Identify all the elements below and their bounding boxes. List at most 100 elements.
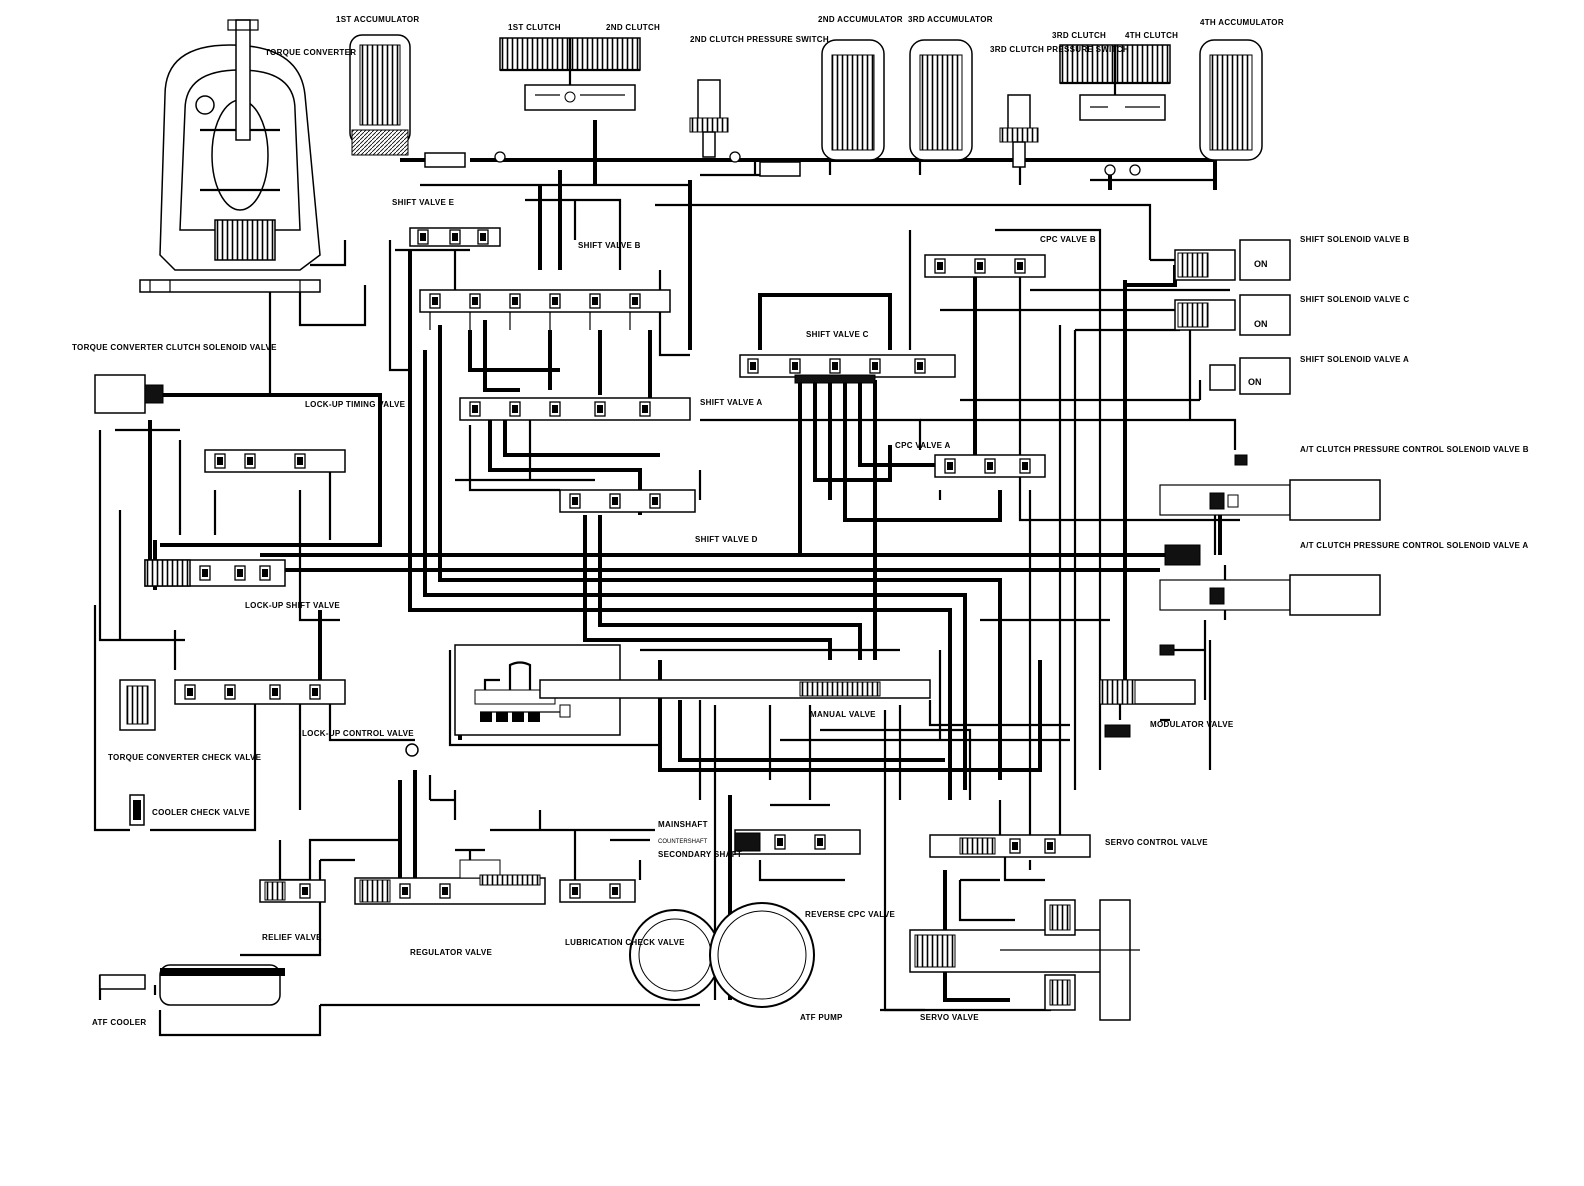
label-atf-pump: ATF PUMP: [800, 1013, 843, 1022]
svg-text:REVERSE CPC VALVE: REVERSE CPC VALVE: [805, 910, 896, 919]
labels: 1ST ACCUMULATOR TORQUE CONVERTER 1ST CLU…: [72, 15, 1529, 1027]
svg-text:SHIFT VALVE D: SHIFT VALVE D: [695, 535, 758, 544]
label-clutch-3rd: 3RD CLUTCH: [1052, 31, 1106, 40]
svg-text:LOCK-UP CONTROL VALVE: LOCK-UP CONTROL VALVE: [302, 729, 414, 738]
label-shift-solenoid-b: SHIFT SOLENOID VALVE B: [1300, 235, 1409, 244]
solenoid-c-state: ON: [1254, 319, 1268, 329]
tc-check-valve-body: [119, 679, 156, 731]
label-accumulator-4th: 4TH ACCUMULATOR: [1200, 18, 1284, 27]
label-shift-valve-a: SHIFT VALVE A: [700, 398, 762, 407]
pressure-switch-2nd: [689, 79, 729, 158]
label-accumulator-2nd: 2ND ACCUMULATOR: [818, 15, 903, 24]
svg-text:LUBRICATION CHECK VALVE: LUBRICATION CHECK VALVE: [565, 938, 685, 947]
svg-text:ON: ON: [1254, 319, 1268, 329]
modulator-valve-body: [1099, 679, 1196, 738]
svg-text:LOCK-UP SHIFT VALVE: LOCK-UP SHIFT VALVE: [245, 601, 340, 610]
label-relief-valve: RELIEF VALVE: [262, 933, 322, 942]
label-secondary-shaft: SECONDARY SHAFT: [658, 850, 742, 859]
svg-text:1ST ACCUMULATOR: 1ST ACCUMULATOR: [336, 15, 419, 24]
svg-text:COUNTERSHAFT: COUNTERSHAFT: [658, 839, 708, 845]
svg-text:CPC VALVE A: CPC VALVE A: [895, 441, 951, 450]
label-clutch-4th: 4TH CLUTCH: [1125, 31, 1178, 40]
accumulator-1st: [349, 34, 411, 156]
manual-valve-body: [454, 644, 931, 736]
tcc-solenoid: [94, 374, 164, 414]
accumulator-3rd: [909, 39, 973, 161]
clutch-1st-2nd: [499, 37, 641, 111]
label-lockup-shift: LOCK-UP SHIFT VALVE: [245, 601, 340, 610]
svg-text:SHIFT VALVE A: SHIFT VALVE A: [700, 398, 762, 407]
svg-text:MANUAL VALVE: MANUAL VALVE: [810, 710, 876, 719]
svg-text:SHIFT SOLENOID VALVE B: SHIFT SOLENOID VALVE B: [1300, 235, 1409, 244]
label-modulator-valve: MODULATOR VALVE: [1150, 720, 1234, 729]
cooler-check-body: [129, 794, 145, 826]
shift-valve-c-body: [739, 354, 956, 384]
svg-text:4TH ACCUMULATOR: 4TH ACCUMULATOR: [1200, 18, 1284, 27]
label-shift-solenoid-a: SHIFT SOLENOID VALVE A: [1300, 355, 1409, 364]
label-shift-valve-b: SHIFT VALVE B: [578, 241, 641, 250]
torque-converter: [139, 19, 321, 293]
regulator-valve-body: [354, 848, 546, 905]
label-accumulator-3rd: 3RD ACCUMULATOR: [908, 15, 993, 24]
svg-text:TORQUE CONVERTER: TORQUE CONVERTER: [265, 48, 356, 57]
shift-valve-d-body: [559, 489, 696, 513]
solenoid-a-state: ON: [1248, 377, 1262, 387]
label-lubrication-check: LUBRICATION CHECK VALVE: [565, 938, 685, 947]
shift-solenoid-c: [1174, 294, 1291, 336]
svg-text:SHIFT VALVE C: SHIFT VALVE C: [806, 330, 869, 339]
shift-valve-b-body: [419, 289, 671, 330]
shift-valve-e-body: [409, 227, 501, 247]
atf-cooler: [99, 964, 285, 1006]
svg-text:RELIEF VALVE: RELIEF VALVE: [262, 933, 322, 942]
svg-text:CPC VALVE B: CPC VALVE B: [1040, 235, 1096, 244]
label-regulator-valve: REGULATOR VALVE: [410, 948, 492, 957]
shift-valve-a-body: [459, 397, 691, 421]
pressure-switch-3rd: [999, 94, 1039, 168]
lockup-control-body: [174, 679, 346, 705]
svg-text:A/T CLUTCH PRESSURE CONTROL SO: A/T CLUTCH PRESSURE CONTROL SOLENOID VAL…: [1300, 541, 1528, 550]
label-cpc-valve-b: CPC VALVE B: [1040, 235, 1096, 244]
cpc-valve-b-body: [924, 254, 1046, 278]
svg-text:LOCK-UP TIMING VALVE: LOCK-UP TIMING VALVE: [305, 400, 406, 409]
servo-valve-body: [909, 899, 1140, 1021]
label-at-clutch-b: A/T CLUTCH PRESSURE CONTROL SOLENOID VAL…: [1300, 445, 1529, 454]
svg-text:SERVO VALVE: SERVO VALVE: [920, 1013, 979, 1022]
lockup-shift-body: [144, 559, 286, 587]
svg-text:2ND ACCUMULATOR: 2ND ACCUMULATOR: [818, 15, 903, 24]
svg-text:SHIFT SOLENOID VALVE A: SHIFT SOLENOID VALVE A: [1300, 355, 1409, 364]
svg-text:ON: ON: [1254, 259, 1268, 269]
label-shift-valve-c: SHIFT VALVE C: [806, 330, 869, 339]
svg-text:A/T CLUTCH PRESSURE CONTROL SO: A/T CLUTCH PRESSURE CONTROL SOLENOID VAL…: [1300, 445, 1529, 454]
label-clutch-2nd: 2ND CLUTCH: [606, 23, 660, 32]
svg-text:SHIFT VALVE B: SHIFT VALVE B: [578, 241, 641, 250]
label-shift-valve-d: SHIFT VALVE D: [695, 535, 758, 544]
label-servo-valve: SERVO VALVE: [920, 1013, 979, 1022]
svg-text:2ND CLUTCH: 2ND CLUTCH: [606, 23, 660, 32]
reverse-cpc-body: [734, 829, 861, 855]
clutch-3rd-4th: [1059, 44, 1171, 121]
solenoid-b-state: ON: [1254, 259, 1268, 269]
label-cpc-valve-a: CPC VALVE A: [895, 441, 951, 450]
label-reverse-cpc: REVERSE CPC VALVE: [805, 910, 896, 919]
label-shift-valve-e: SHIFT VALVE E: [392, 198, 455, 207]
svg-text:TORQUE CONVERTER CHECK VALVE: TORQUE CONVERTER CHECK VALVE: [108, 753, 262, 762]
svg-text:ATF COOLER: ATF COOLER: [92, 1018, 146, 1027]
label-atf-cooler: ATF COOLER: [92, 1018, 146, 1027]
svg-text:ON: ON: [1248, 377, 1262, 387]
at-clutch-solenoid-b: [1159, 479, 1381, 521]
svg-text:SERVO CONTROL VALVE: SERVO CONTROL VALVE: [1105, 838, 1208, 847]
svg-text:ATF PUMP: ATF PUMP: [800, 1013, 843, 1022]
at-clutch-solenoid-a: [1159, 544, 1381, 616]
relief-valve-body: [259, 879, 326, 903]
label-servo-control: SERVO CONTROL VALVE: [1105, 838, 1208, 847]
svg-text:MODULATOR VALVE: MODULATOR VALVE: [1150, 720, 1234, 729]
shift-solenoid-a: [1209, 357, 1291, 395]
label-pressure-switch-3rd: 3RD CLUTCH PRESSURE SWITCH: [990, 45, 1129, 54]
label-at-clutch-a: A/T CLUTCH PRESSURE CONTROL SOLENOID VAL…: [1300, 541, 1528, 550]
label-accumulator-1st: 1ST ACCUMULATOR: [336, 15, 419, 24]
svg-text:TORQUE CONVERTER CLUTCH SOLENO: TORQUE CONVERTER CLUTCH SOLENOID VALVE: [72, 343, 277, 352]
svg-text:3RD CLUTCH PRESSURE SWITCH: 3RD CLUTCH PRESSURE SWITCH: [990, 45, 1129, 54]
label-countershaft: COUNTERSHAFT: [658, 839, 708, 845]
lockup-timing-body: [204, 449, 346, 473]
